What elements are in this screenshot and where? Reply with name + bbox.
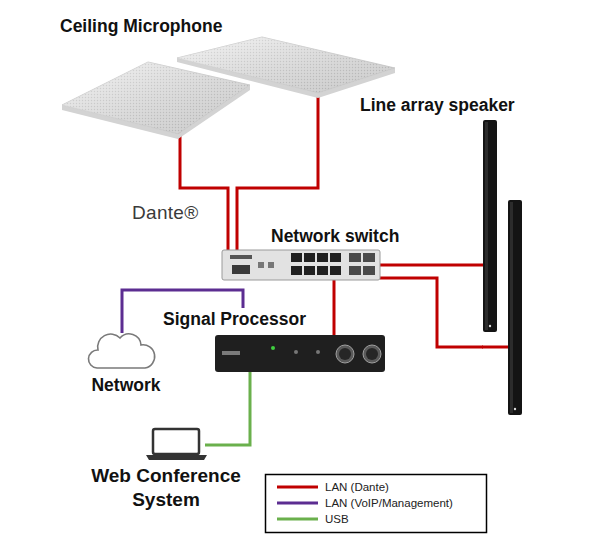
switch-port [304,253,315,262]
panel-edge [177,58,395,98]
usb-cable [205,372,250,445]
ceiling-mic-panel [177,37,395,98]
speaker-highlight [510,202,513,413]
dante-cable-stub [482,346,508,349]
switch-body [222,250,380,280]
network-cloud: Network [88,333,152,369]
laptop [146,429,207,460]
xlr-socket [339,348,351,360]
panel-grille [177,37,395,93]
switch-display [232,265,250,274]
network-cloud [88,334,154,368]
switch-port [330,266,341,275]
line-array-speaker [483,120,497,332]
speaker-body [508,200,522,415]
processor-body [215,335,385,372]
device-label: Network switch [271,226,399,248]
network-switch: Network switch [222,250,380,280]
signal-processor [215,335,385,372]
xlr-socket [366,348,378,360]
speaker-logo [514,408,516,410]
panel-grille [62,62,250,134]
ceiling-microphone: Ceiling Microphone [62,35,395,93]
sfp-port [349,266,361,275]
device-label: Web Conference System [71,464,261,512]
device-label: Ceiling Microphone [60,16,222,38]
dante-cable [333,280,336,308]
switch-port [330,253,341,262]
status-led [271,346,275,350]
switch-button [258,262,264,268]
sfp-port [349,253,361,262]
switch-port [317,253,328,262]
switch-port [317,266,328,275]
status-led [294,350,298,354]
legend-line-sample [277,502,318,505]
speaker-body [483,120,497,332]
switch-button [268,262,274,268]
speaker-highlight [485,122,488,330]
dante-cable-stub [333,308,336,335]
legend-line-sample [277,486,318,489]
laptop-screen [153,429,199,454]
signal-processor: Signal Processor [160,308,385,372]
xlr-connector [363,345,381,363]
panel-shade [62,62,250,134]
legend-line-sample [277,518,318,521]
dante-cable [380,264,483,267]
laptop-base [146,455,207,460]
speaker-logo [489,325,491,327]
line-array-speaker [508,200,522,415]
legend-text: LAN (VoIP/Management) [325,496,453,510]
switch-port [291,253,302,262]
web-conference-system: Web Conference System [148,428,205,458]
panel-edge [62,85,250,139]
sfp-port [363,266,375,275]
panel-shade [177,37,395,93]
status-led [316,350,320,354]
ceiling-mic-panel [62,62,250,139]
legend-text: LAN (Dante) [325,480,389,494]
switch-logo [230,255,252,259]
device-label: Line array speaker [360,95,515,117]
line-array-speaker: Line array speaker [483,120,522,415]
switch-port [304,266,315,275]
device-label: Network [80,375,172,397]
xlr-connector [336,345,354,363]
legend-text: USB [325,512,349,526]
dante-cable [380,278,483,347]
switch-port [291,266,302,275]
sfp-port [363,253,375,262]
device-label: Signal Processor [163,309,306,331]
network-switch [222,250,380,280]
dante-logo: Dante® [132,202,199,224]
dante-cable [180,93,228,250]
processor-logo [222,351,240,355]
legend-frame [266,475,487,533]
